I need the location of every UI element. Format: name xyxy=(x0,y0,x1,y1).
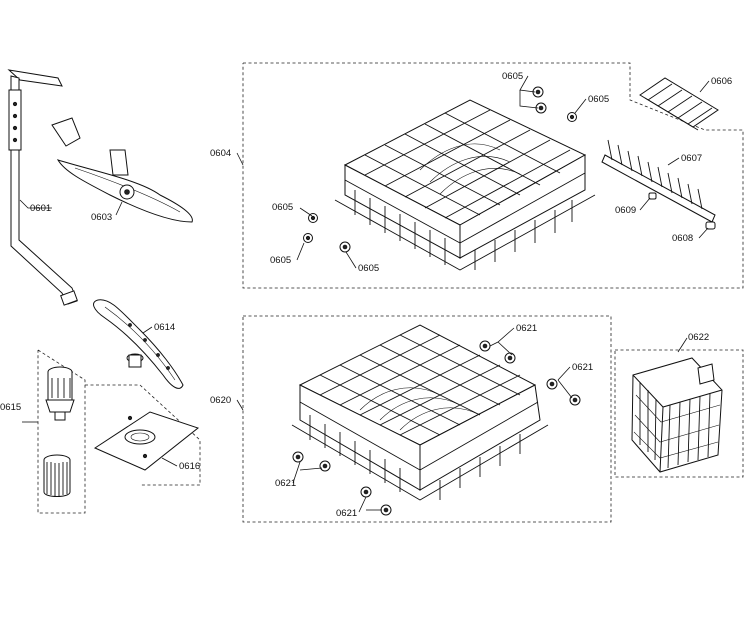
label-0601: 0601 xyxy=(30,203,51,214)
label-0605-bottom: 0605 xyxy=(358,263,379,274)
label-0604: 0604 xyxy=(210,148,231,159)
wheels-0621-part xyxy=(292,340,581,516)
filter-assembly-part xyxy=(43,366,75,497)
label-0621-bottom: 0621 xyxy=(336,508,357,519)
label-0606: 0606 xyxy=(711,76,732,87)
label-0615: 0615 xyxy=(0,402,21,413)
upper-spray-arm-part xyxy=(51,117,193,223)
label-0603: 0603 xyxy=(91,212,112,223)
basket-group-box xyxy=(614,349,744,478)
label-0620: 0620 xyxy=(210,395,231,406)
label-0621-left: 0621 xyxy=(275,478,296,489)
silverware-basket-part xyxy=(631,357,723,473)
cover-plate-part xyxy=(93,411,200,471)
supply-tube-part xyxy=(7,69,78,306)
label-0605-right: 0605 xyxy=(588,94,609,105)
wheels-0605-part xyxy=(303,86,577,253)
label-0605-top: 0605 xyxy=(502,71,523,82)
lower-rack-group-box xyxy=(242,315,612,523)
label-0607: 0607 xyxy=(681,153,702,164)
label-0621-top: 0621 xyxy=(516,323,537,334)
label-0609: 0609 xyxy=(615,205,636,216)
clip-0609-part xyxy=(648,192,657,200)
label-0614: 0614 xyxy=(154,322,175,333)
label-0605-left-bottom: 0605 xyxy=(270,255,291,266)
lower-rack-part xyxy=(291,324,549,501)
lower-spray-arm-part xyxy=(93,299,184,389)
leader-lines xyxy=(19,75,710,513)
label-0608: 0608 xyxy=(672,233,693,244)
cup-shelf-clip-part xyxy=(639,77,719,131)
label-0621-right: 0621 xyxy=(572,362,593,373)
clip-0608-part xyxy=(705,221,716,230)
upper-rack-part xyxy=(334,99,596,271)
label-0622: 0622 xyxy=(688,332,709,343)
label-0605-left-top: 0605 xyxy=(272,202,293,213)
label-0616: 0616 xyxy=(179,461,200,472)
upper-rack-group-box xyxy=(242,62,744,289)
filter-group-box xyxy=(37,349,86,514)
